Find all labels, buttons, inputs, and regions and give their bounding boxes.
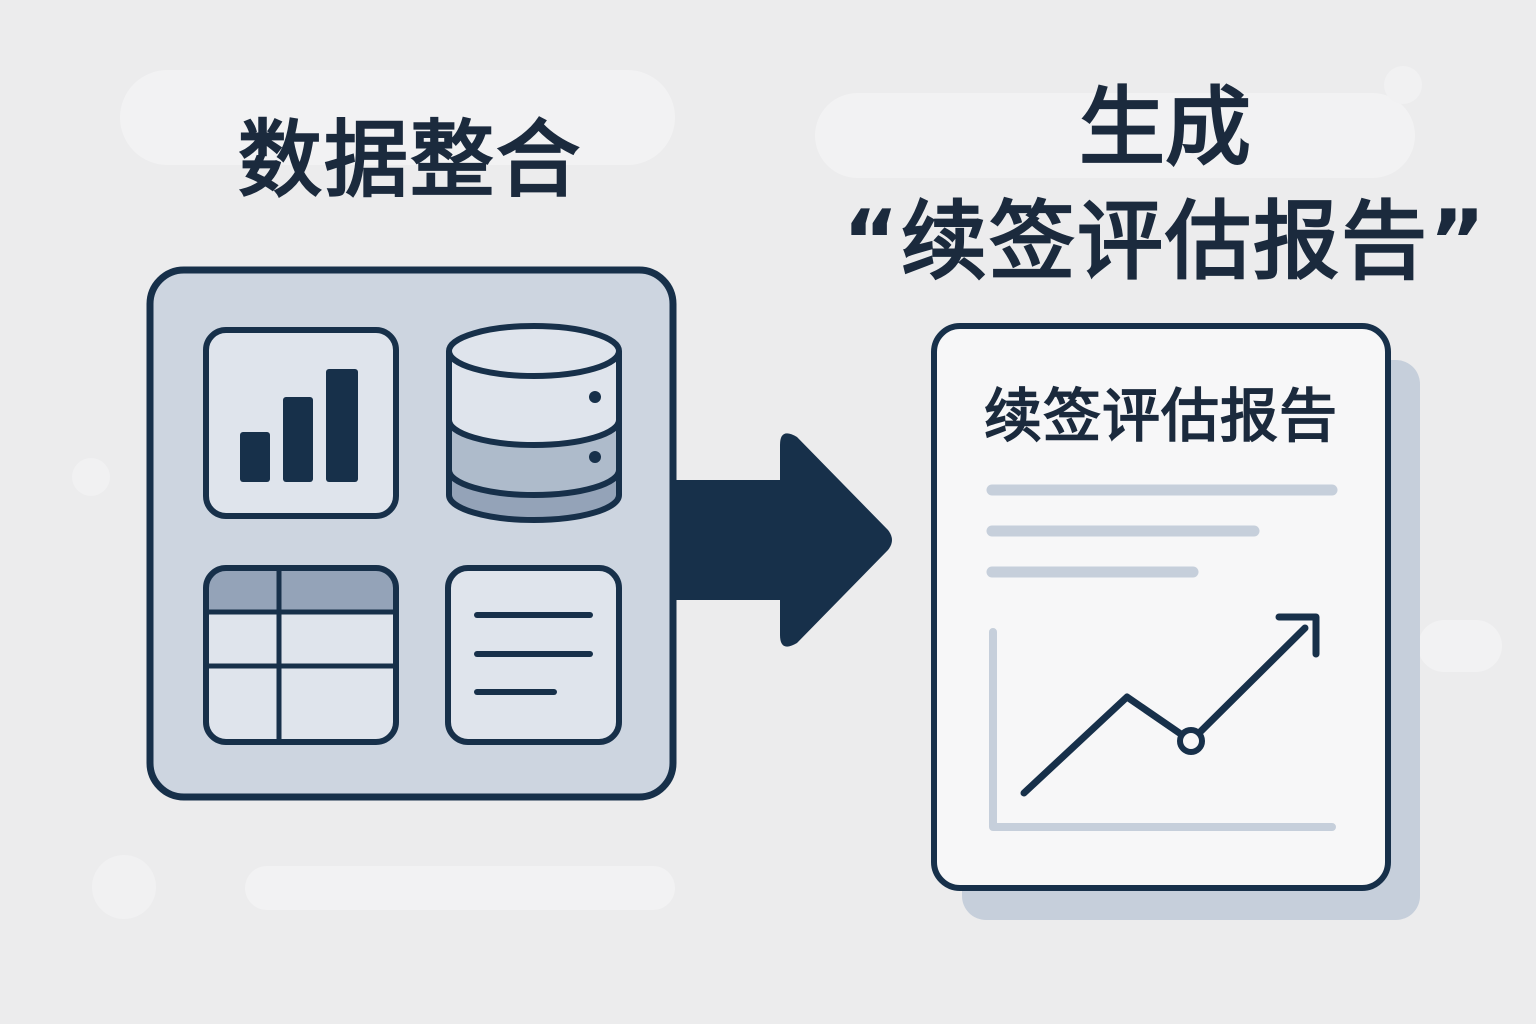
integration-title: 数据整合: [237, 111, 582, 209]
document-icon: [445, 565, 622, 745]
background-dot: [72, 458, 110, 496]
background-blob: [815, 93, 1415, 178]
table-icon: [203, 565, 399, 745]
trend-point: [1177, 727, 1205, 755]
report-paper: [931, 323, 1391, 891]
background-blob: [245, 866, 675, 910]
generate-title-line2: “续签评估报告”: [842, 191, 1488, 292]
data-sources-panel: [146, 266, 677, 801]
report-document: [931, 323, 1420, 920]
background-blob: [1418, 620, 1502, 672]
report-title: 续签评估报告: [983, 382, 1338, 450]
background-dot: [1384, 66, 1422, 104]
trend-up-arrow-icon: [1020, 613, 1320, 797]
generate-title-line1: 生成: [1079, 78, 1251, 178]
trend-chart-axes: [989, 628, 1336, 831]
background-dot: [92, 855, 156, 919]
right-arrow-icon: [676, 433, 892, 647]
database-icon: [446, 323, 622, 523]
bar-chart-icon: [203, 327, 399, 519]
generate-report-title: 生成 “续签评估报告”: [820, 72, 1510, 299]
background-blob: [120, 70, 675, 165]
